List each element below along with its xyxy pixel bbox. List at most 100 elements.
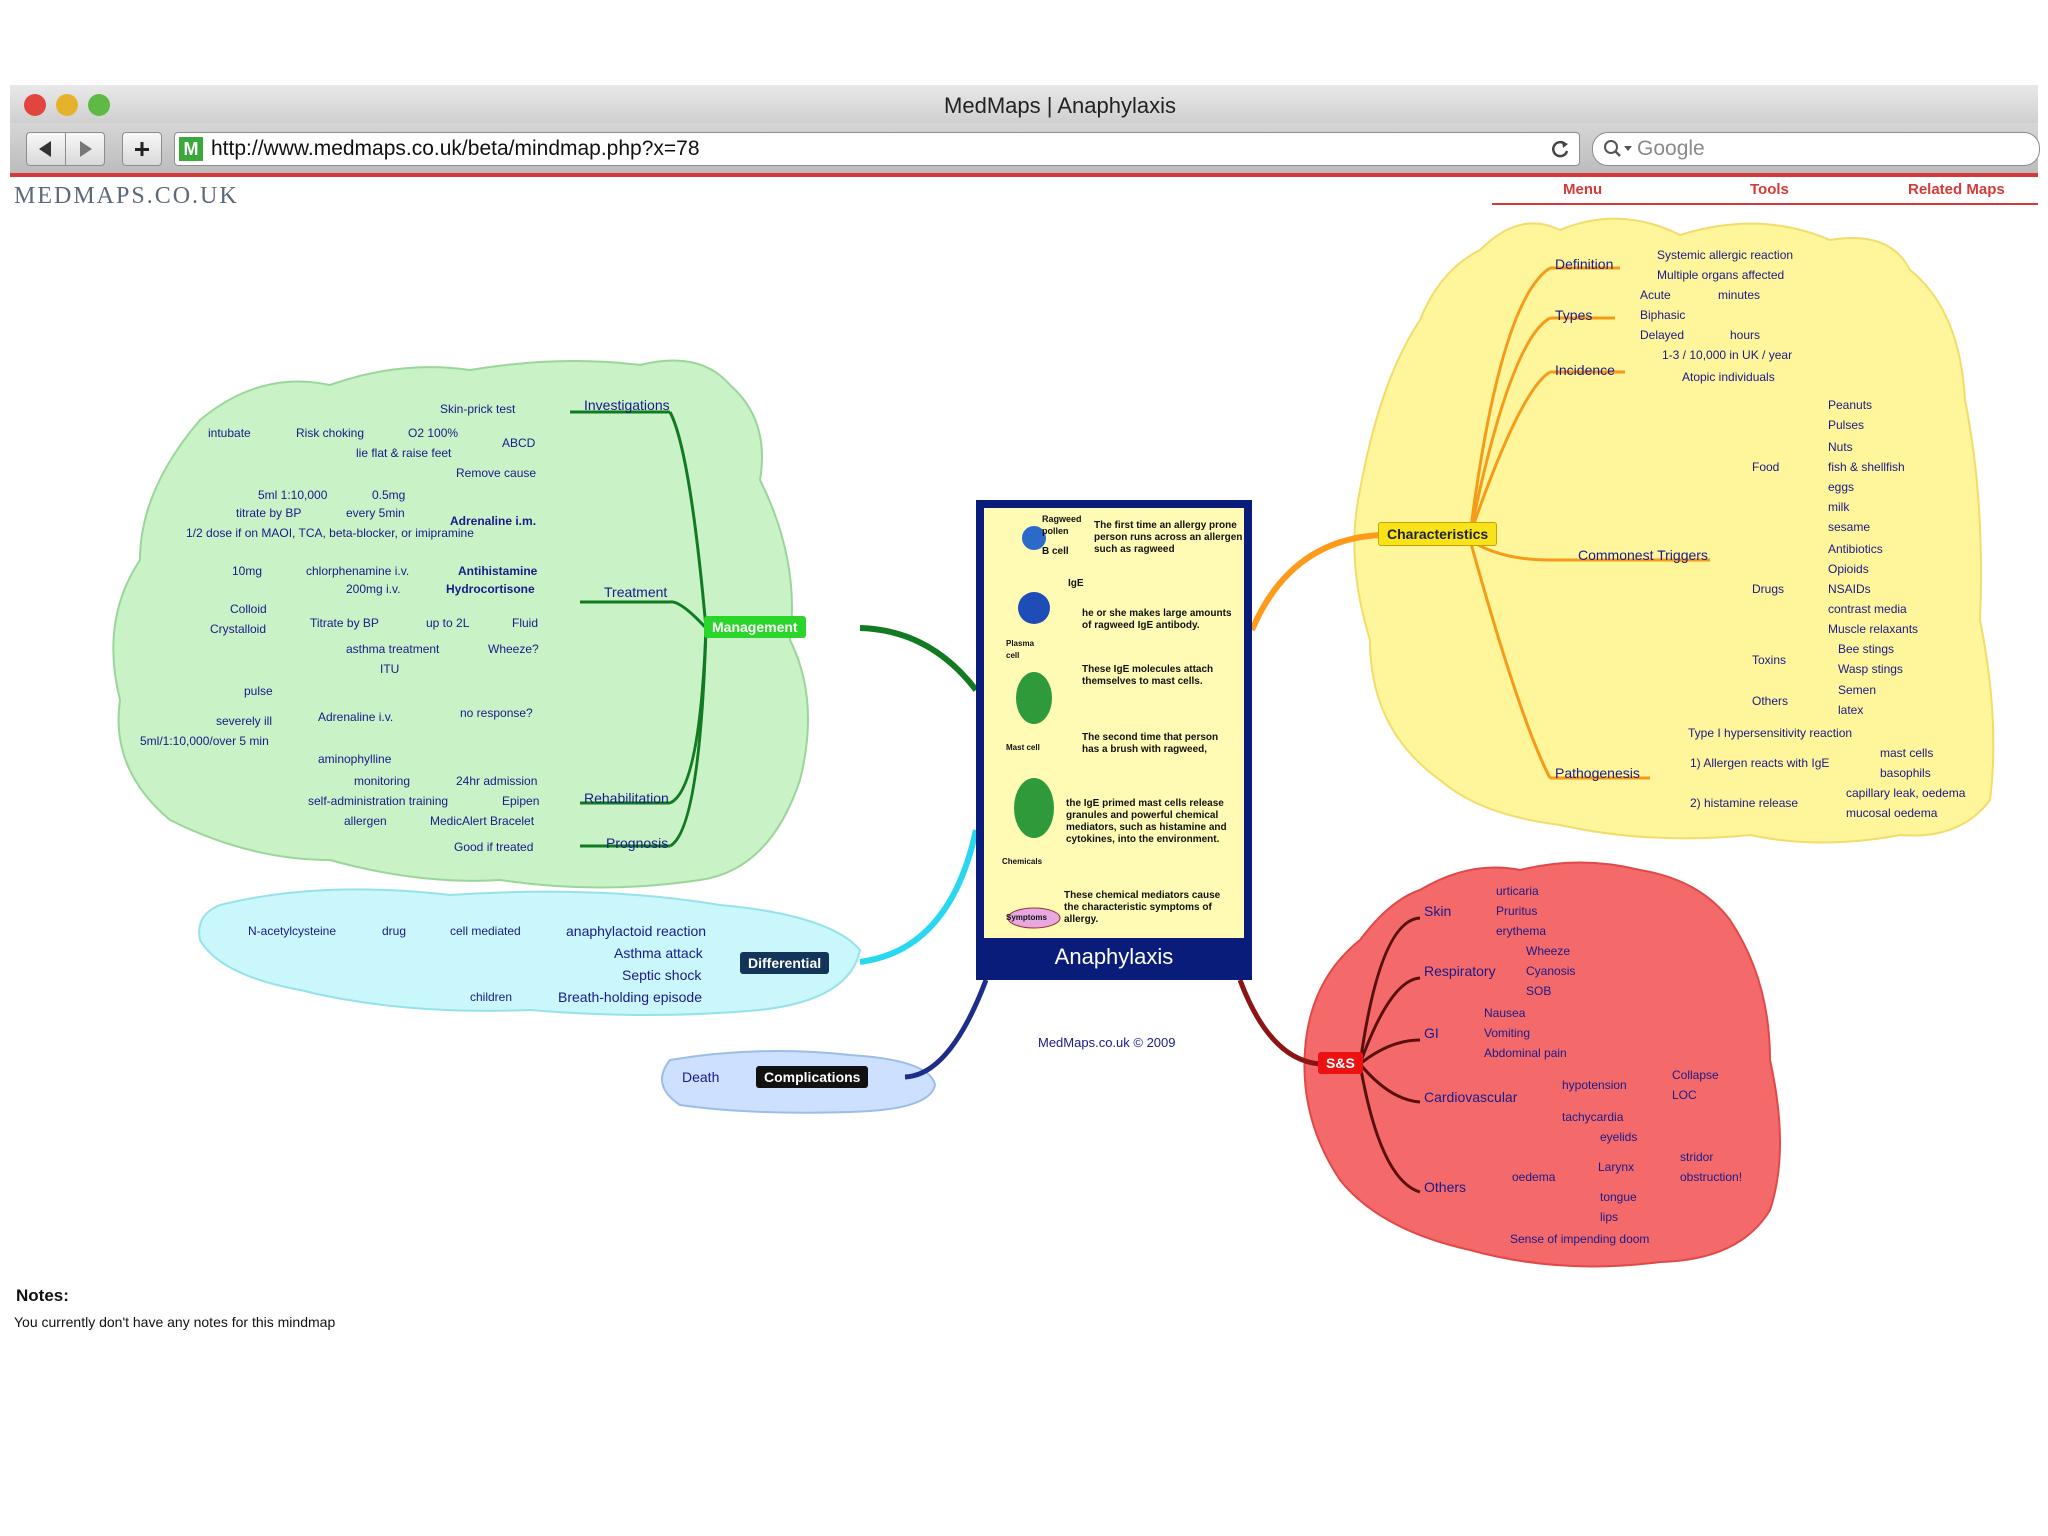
ss-node-label[interactable]: Nausea	[1484, 1006, 1526, 1020]
characteristics-node-label[interactable]: Multiple organs affected	[1657, 268, 1785, 282]
management-node-label[interactable]: 24hr admission	[456, 774, 538, 788]
ss-node-label[interactable]: Cardiovascular	[1424, 1089, 1518, 1105]
differential-node-label[interactable]: drug	[382, 924, 407, 938]
ss-node-label[interactable]: Abdominal pain	[1484, 1046, 1567, 1060]
characteristics-node[interactable]: Characteristics	[1378, 522, 1498, 546]
characteristics-node-label[interactable]: Type I hypersensitivity reaction	[1688, 726, 1853, 740]
complications-node[interactable]: Complications	[756, 1066, 869, 1088]
ss-node-label[interactable]: Collapse	[1672, 1068, 1719, 1082]
related-maps-link[interactable]: Related Maps	[1908, 181, 2005, 198]
management-node-label[interactable]: 200mg i.v.	[346, 582, 401, 596]
management-node-label[interactable]: every 5min	[346, 506, 405, 520]
differential-node-label[interactable]: children	[470, 990, 513, 1004]
management-node-label[interactable]: Antihistamine	[458, 564, 538, 578]
characteristics-node-label[interactable]: Drugs	[1752, 582, 1785, 596]
characteristics-node-label[interactable]: capillary leak, oedema	[1846, 786, 1966, 800]
differential-node-label[interactable]: Breath-holding episode	[558, 989, 702, 1005]
management-node-label[interactable]: up to 2L	[426, 616, 470, 630]
characteristics-node-label[interactable]: Muscle relaxants	[1828, 622, 1919, 636]
management-node-label[interactable]: asthma treatment	[346, 642, 440, 656]
differential-node-label[interactable]: Septic shock	[622, 967, 702, 983]
characteristics-node-label[interactable]: Wasp stings	[1838, 662, 1903, 676]
characteristics-node-label[interactable]: 1) Allergen reacts with IgE	[1690, 756, 1830, 770]
differential-node-label[interactable]: anaphylactoid reaction	[566, 923, 707, 939]
characteristics-node-label[interactable]: 2) histamine release	[1690, 796, 1799, 810]
management-node-label[interactable]: Adrenaline i.m.	[450, 514, 537, 528]
zoom-window-button[interactable]	[88, 94, 110, 116]
ss-node-label[interactable]: lips	[1600, 1210, 1619, 1224]
characteristics-node-label[interactable]: 1-3 / 10,000 in UK / year	[1662, 348, 1793, 362]
characteristics-node-label[interactable]: Opioids	[1828, 562, 1869, 576]
characteristics-node-label[interactable]: Pulses	[1828, 418, 1865, 432]
characteristics-node-label[interactable]: Semen	[1838, 683, 1877, 697]
characteristics-node-label[interactable]: Definition	[1555, 256, 1614, 272]
management-node-label[interactable]: 5ml 1:10,000	[258, 488, 328, 502]
ss-node-label[interactable]: Respiratory	[1424, 963, 1496, 979]
characteristics-node-label[interactable]: Pathogenesis	[1555, 765, 1640, 781]
ss-node-label[interactable]: eyelids	[1600, 1130, 1638, 1144]
ss-node-label[interactable]: Sense of impending doom	[1510, 1232, 1650, 1246]
ss-node[interactable]: S&S	[1318, 1052, 1363, 1074]
management-node-label[interactable]: pulse	[244, 684, 273, 698]
characteristics-node-label[interactable]: Systemic allergic reaction	[1657, 248, 1794, 262]
management-node-label[interactable]: 0.5mg	[372, 488, 406, 502]
characteristics-node-label[interactable]: Nuts	[1828, 440, 1853, 454]
management-node-label[interactable]: Colloid	[230, 602, 267, 616]
characteristics-node-label[interactable]: Types	[1555, 307, 1593, 323]
management-node-label[interactable]: Epipen	[502, 794, 540, 808]
management-node-label[interactable]: 10mg	[232, 564, 263, 578]
management-node-label[interactable]: Prognosis	[606, 835, 669, 851]
management-node-label[interactable]: Skin-prick test	[440, 402, 516, 416]
characteristics-node-label[interactable]: Antibiotics	[1828, 542, 1883, 556]
characteristics-node-label[interactable]: Acute	[1640, 288, 1671, 302]
characteristics-node-label[interactable]: fish & shellfish	[1828, 460, 1905, 474]
ss-node-label[interactable]: oedema	[1512, 1170, 1556, 1184]
ss-node-label[interactable]: LOC	[1672, 1088, 1697, 1102]
management-node-label[interactable]: severely ill	[216, 714, 273, 728]
characteristics-node-label[interactable]: basophils	[1880, 766, 1931, 780]
ss-node-label[interactable]: SOB	[1526, 984, 1552, 998]
characteristics-node-label[interactable]: Peanuts	[1828, 398, 1873, 412]
characteristics-node-label[interactable]: mucosal oedema	[1846, 806, 1938, 820]
ss-node-label[interactable]: obstruction!	[1680, 1170, 1743, 1184]
management-node-label[interactable]: Remove cause	[456, 466, 537, 480]
minimize-window-button[interactable]	[56, 94, 78, 116]
management-node-label[interactable]: Fluid	[512, 616, 539, 630]
characteristics-node-label[interactable]: Bee stings	[1838, 642, 1895, 656]
death-label[interactable]: Death	[682, 1069, 720, 1085]
ss-node-label[interactable]: Cyanosis	[1526, 964, 1576, 978]
management-node-label[interactable]: intubate	[208, 426, 251, 440]
characteristics-node-label[interactable]: hours	[1730, 328, 1761, 342]
characteristics-node-label[interactable]: contrast media	[1828, 602, 1907, 616]
ss-node-label[interactable]: hypotension	[1562, 1078, 1627, 1092]
characteristics-node-label[interactable]: Others	[1752, 694, 1789, 708]
differential-node-label[interactable]: N-acetylcysteine	[248, 924, 337, 938]
close-window-button[interactable]	[24, 94, 46, 116]
management-node[interactable]: Management	[704, 616, 806, 638]
differential-node-label[interactable]: cell mediated	[450, 924, 521, 938]
characteristics-node-label[interactable]: sesame	[1828, 520, 1871, 534]
management-node-label[interactable]: no response?	[460, 706, 533, 720]
tools-link[interactable]: Tools	[1750, 181, 1789, 198]
ss-node-label[interactable]: GI	[1424, 1025, 1439, 1041]
management-node-label[interactable]: ITU	[380, 662, 400, 676]
characteristics-node-label[interactable]: minutes	[1718, 288, 1761, 302]
characteristics-node-label[interactable]: Biphasic	[1640, 308, 1686, 322]
management-node-label[interactable]: Crystalloid	[210, 622, 267, 636]
add-bookmark-button[interactable]	[122, 132, 162, 166]
management-node-label[interactable]: titrate by BP	[236, 506, 302, 520]
ss-node-label[interactable]: Skin	[1424, 903, 1452, 919]
management-node-label[interactable]: lie flat & raise feet	[356, 446, 452, 460]
management-node-label[interactable]: Titrate by BP	[310, 616, 379, 630]
characteristics-node-label[interactable]: milk	[1828, 500, 1850, 514]
characteristics-node-label[interactable]: Incidence	[1555, 362, 1615, 378]
characteristics-node-label[interactable]: Delayed	[1640, 328, 1685, 342]
management-node-label[interactable]: ABCD	[502, 436, 536, 450]
management-node-label[interactable]: self-administration training	[308, 794, 449, 808]
management-node-label[interactable]: Treatment	[604, 584, 668, 600]
management-node-label[interactable]: Adrenaline i.v.	[318, 710, 394, 724]
ss-node-label[interactable]: Larynx	[1598, 1160, 1635, 1174]
ss-node-label[interactable]: urticaria	[1496, 884, 1539, 898]
ss-node-label[interactable]: tongue	[1600, 1190, 1637, 1204]
management-node-label[interactable]: allergen	[344, 814, 387, 828]
